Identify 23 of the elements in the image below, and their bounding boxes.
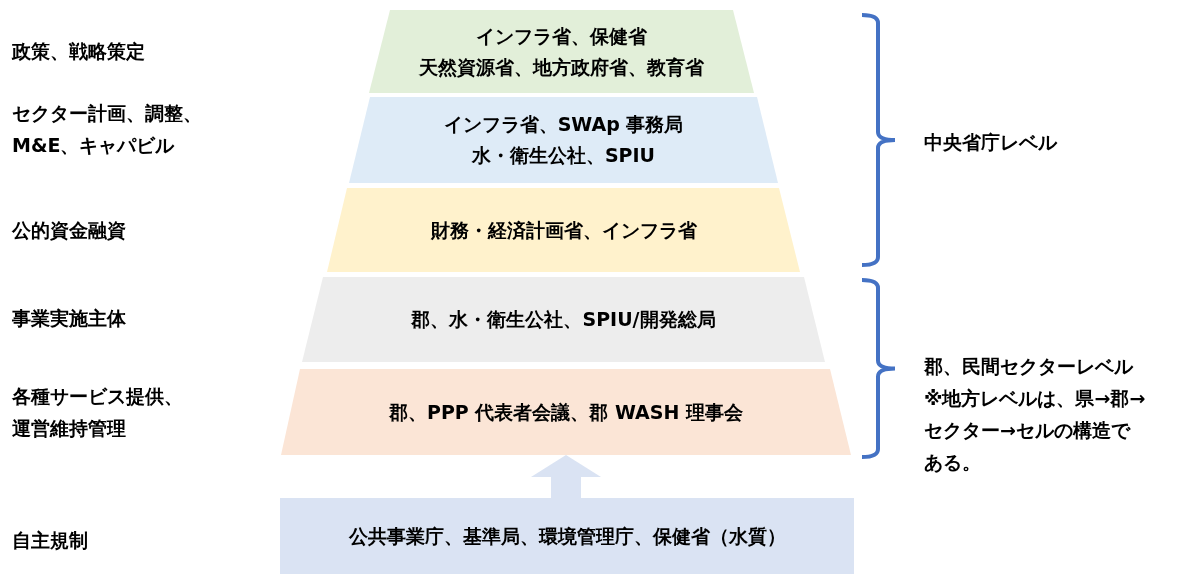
tier-text: 公共事業庁、基準局、環境管理庁、保健省（水質） — [348, 523, 786, 549]
tier-text: 郡、PPP 代表者会議、郡 WASH 理事会 — [389, 399, 743, 425]
tier-text: インフラ省、保健省 — [476, 23, 647, 49]
tier-text: インフラ省、SWAp 事務局 — [443, 112, 684, 137]
note-text: ※地方レベルは、県→郡→セクター→セルの構造である。 — [924, 386, 1147, 475]
tier-text: 財務・経済計画省、インフラ省 — [430, 217, 697, 243]
level-label: 中央省庁レベル — [924, 130, 1057, 155]
tier-text: 郡、水・衛生公社、SPIU/開発総局 — [411, 307, 716, 332]
row-label: 事業実施主体 — [12, 306, 126, 331]
row-label: 公的資金融資 — [12, 218, 126, 243]
row-label: 政策、戦略策定 — [12, 39, 145, 64]
regulator-box — [280, 498, 854, 574]
pyramid-tier — [349, 97, 778, 183]
row-label: セクター計画、調整、M&E、キャパビル — [12, 101, 203, 158]
level-label: 郡、民間セクターレベル — [924, 354, 1133, 379]
pyramid-tier — [327, 188, 800, 272]
row-label: 各種サービス提供、運営維持管理 — [12, 384, 184, 441]
tier-text: 天然資源省、地方政府省、教育省 — [419, 54, 704, 80]
block-arrow — [531, 455, 601, 498]
pyramid-tier — [369, 10, 754, 93]
tier-text: 水・衛生公社、SPIU — [471, 143, 656, 168]
pyramid-tier — [281, 369, 851, 455]
row-label: 自主規制 — [12, 528, 88, 553]
